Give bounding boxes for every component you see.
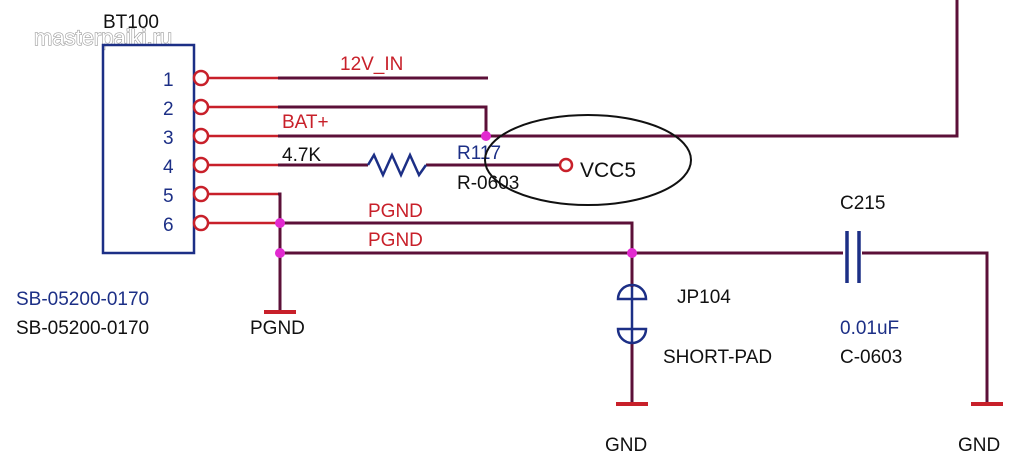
vcc5-label: VCC5 <box>580 159 636 182</box>
net-label-pgnd-2: PGND <box>368 230 423 251</box>
wire-pin2 <box>278 105 488 136</box>
pin-number-2: 2 <box>163 99 174 120</box>
jp104-pad-top <box>616 283 648 301</box>
resistor-package: R-0603 <box>457 173 519 194</box>
gnd-label-left: GND <box>605 435 647 456</box>
highlight-ellipse <box>484 114 692 206</box>
pin-number-6: 6 <box>163 215 174 236</box>
jp104-pad-bottom <box>616 327 648 345</box>
net-label-bat-plus: BAT+ <box>282 112 329 133</box>
resistor-ref: R117 <box>457 143 501 164</box>
wire-pin5-pgnd <box>278 192 282 312</box>
capacitor-ref: C215 <box>840 193 885 214</box>
vcc5-terminal <box>558 157 574 173</box>
watermark: masterpaiki.ru <box>34 25 172 50</box>
wire-pgnd-top <box>278 221 634 253</box>
wire-bat-plus <box>278 0 959 138</box>
part-number-2: SB-05200-0170 <box>16 318 149 339</box>
pin-circle-1 <box>192 69 210 87</box>
pin-number-3: 3 <box>163 128 174 149</box>
connector-body <box>101 43 196 255</box>
wire-cap-gnd <box>862 251 989 404</box>
part-number-1: SB-05200-0170 <box>16 289 149 310</box>
net-label-pgnd-1: PGND <box>368 201 423 222</box>
capacitor-package: C-0603 <box>840 347 902 368</box>
junction-dot-pgnd-left <box>275 248 285 258</box>
jp104-ref: JP104 <box>677 287 731 308</box>
resistor-value: 4.7K <box>282 145 321 166</box>
pin-circle-4 <box>192 156 210 174</box>
pin-circle-5 <box>192 185 210 203</box>
net-label-12v-in: 12V_IN <box>340 54 403 75</box>
capacitor-value: 0.01uF <box>840 318 899 339</box>
junction-dot-pgnd-right <box>627 248 637 258</box>
pin-circle-2 <box>192 98 210 116</box>
pin-number-1: 1 <box>163 70 174 91</box>
connector-ref: BT100 <box>103 12 159 33</box>
gnd-label-right: GND <box>958 435 1000 456</box>
pin-number-5: 5 <box>163 186 174 207</box>
pin-circle-6 <box>192 214 210 232</box>
junction-dot-pin6 <box>275 218 285 228</box>
junction-dot-bat <box>481 131 491 141</box>
jp104-type: SHORT-PAD <box>663 347 772 368</box>
pgnd-ground-label: PGND <box>250 318 305 339</box>
pin-number-4: 4 <box>163 157 174 178</box>
resistor-symbol <box>366 151 428 179</box>
pin-circle-3 <box>192 127 210 145</box>
